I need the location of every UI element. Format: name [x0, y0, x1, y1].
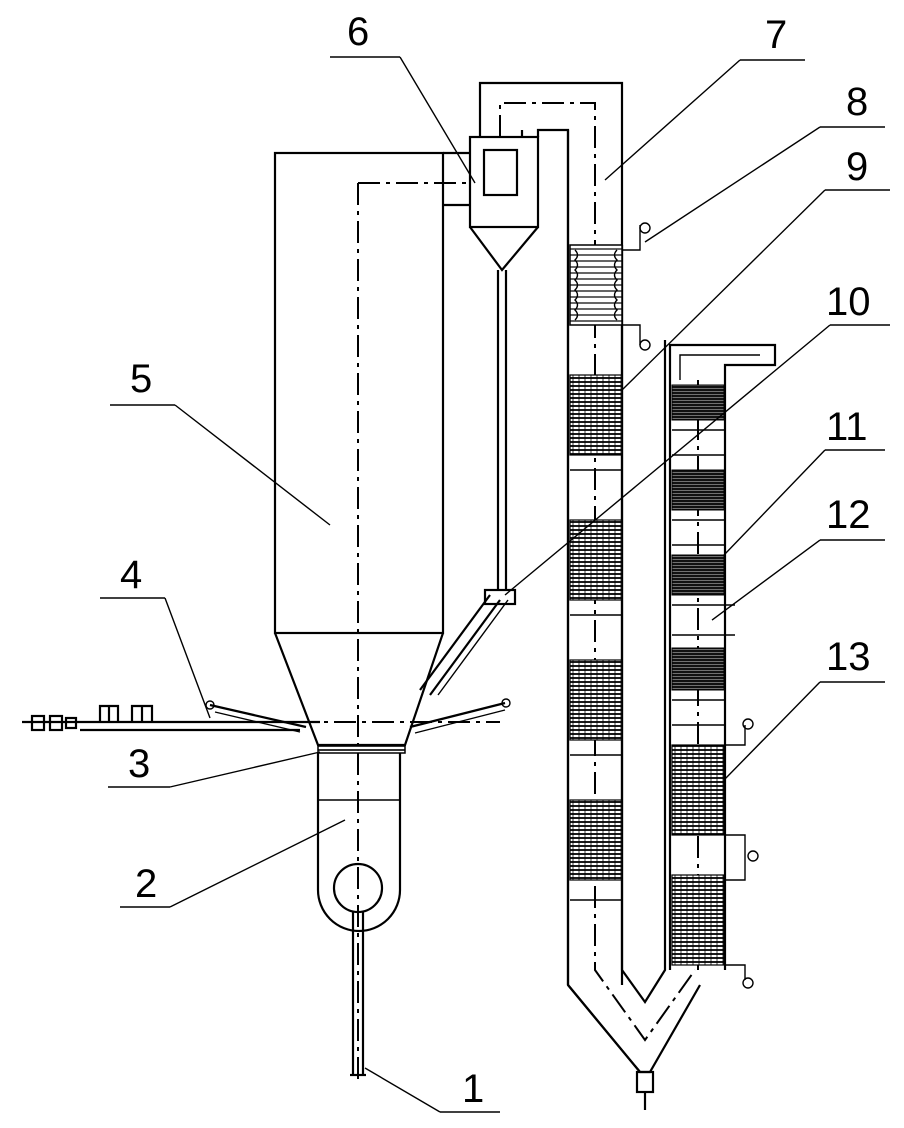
feed-line [22, 700, 320, 733]
label-3: 3 [128, 742, 150, 786]
label-13: 13 [826, 635, 871, 679]
cyclone [468, 135, 540, 590]
secondary-air-line [409, 698, 511, 734]
back-pass-left [566, 130, 701, 1110]
label-12: 12 [826, 493, 871, 537]
back-pass-right [668, 343, 777, 989]
component-labels: 6 7 8 9 10 11 12 13 5 4 3 2 1 [120, 10, 871, 1111]
furnace [273, 151, 445, 1080]
ash-discharge-pipe [350, 912, 366, 1077]
label-7: 7 [765, 13, 787, 57]
label-5: 5 [130, 357, 152, 401]
windbox [316, 753, 402, 933]
leader-lines [100, 56, 890, 1113]
label-11: 11 [826, 405, 868, 449]
furnace-outlet-duct [358, 151, 470, 207]
loop-seal [419, 588, 517, 696]
distributor-plate [317, 744, 406, 754]
label-6: 6 [347, 10, 369, 54]
label-9: 9 [846, 145, 868, 189]
label-10: 10 [826, 280, 871, 324]
label-4: 4 [120, 553, 142, 597]
label-8: 8 [846, 80, 868, 124]
label-1: 1 [462, 1067, 484, 1111]
superheater-headers [622, 222, 651, 351]
label-2: 2 [135, 862, 157, 906]
